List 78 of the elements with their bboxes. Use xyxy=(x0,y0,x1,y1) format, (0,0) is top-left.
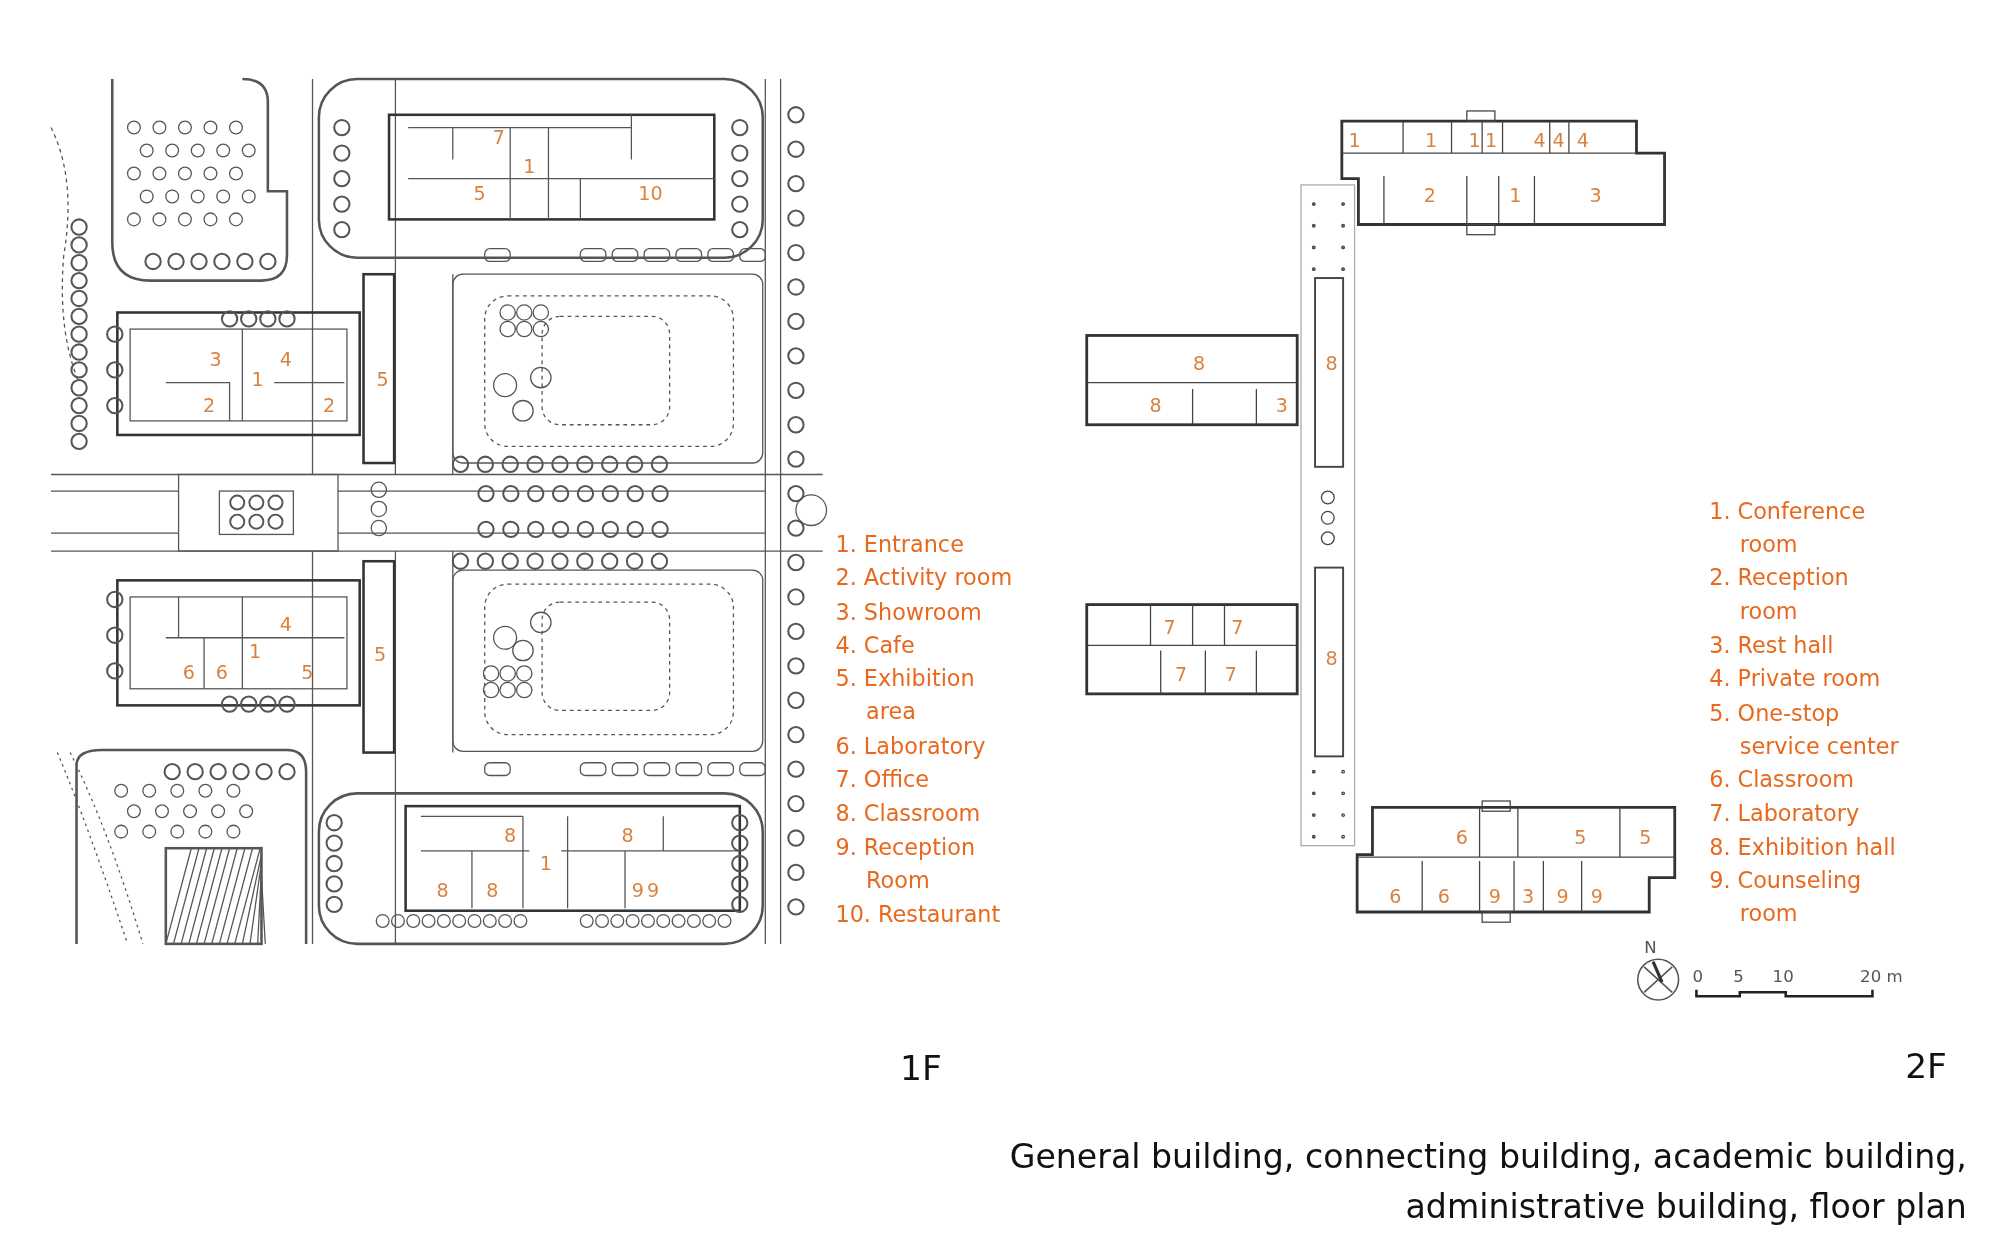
room-number: 3 xyxy=(1275,395,1288,416)
room-number: 4 xyxy=(279,349,292,370)
room-number: 7 xyxy=(492,127,505,148)
room-number: 6 xyxy=(1389,886,1402,907)
north-label: N xyxy=(1644,938,1657,957)
room-number: 4 xyxy=(1552,130,1565,151)
room-number: 3 xyxy=(1589,184,1602,206)
room-number: 9 xyxy=(1556,886,1569,907)
room-number: 8 xyxy=(621,825,634,846)
room-number: 6 xyxy=(1455,827,1468,849)
room-number: 5 xyxy=(473,183,486,205)
room-number: 9 xyxy=(631,880,644,901)
room-number: 1 xyxy=(1425,130,1438,151)
legend-item: 5. One-stop service center xyxy=(1709,699,1900,762)
room-number: 1 xyxy=(249,641,262,662)
legend-item: 8. Classroom xyxy=(835,800,982,829)
scale-label: 0 xyxy=(1692,968,1703,986)
legend-item: 3. Rest hall xyxy=(1709,631,1835,661)
room-number: 1 xyxy=(1509,184,1522,206)
room-number: 1 xyxy=(1485,130,1498,151)
room-number: 5 xyxy=(374,644,387,665)
room-number: 8 xyxy=(1325,353,1338,374)
legend-item: 5. Exhibition area xyxy=(835,664,976,727)
scale-label: 10 xyxy=(1772,968,1794,986)
legend-item: 3. Showroom xyxy=(835,598,983,627)
room-number: 4 xyxy=(1576,130,1589,151)
room-number: 2 xyxy=(1423,184,1436,206)
legend-item: 2. Reception room xyxy=(1709,564,1850,627)
room-number: 1 xyxy=(1348,130,1361,151)
floor-label: 1F xyxy=(900,1049,942,1088)
legend-item: 10. Restaurant xyxy=(835,900,1002,930)
room-number: 1 xyxy=(251,369,264,391)
room-number: 9 xyxy=(1590,886,1604,907)
room-number: 5 xyxy=(376,369,389,391)
legend-item: 1. Conference room xyxy=(1709,497,1867,560)
room-number: 7 xyxy=(1231,617,1244,638)
legend-item: 8. Exhibition hall xyxy=(1709,833,1897,862)
room-number: 8 xyxy=(486,880,499,901)
room-number: 7 xyxy=(1163,617,1176,638)
room-number: 8 xyxy=(504,825,517,846)
room-number: 2 xyxy=(323,395,336,416)
room-number: 8 xyxy=(1149,395,1162,416)
room-number: 2 xyxy=(203,395,216,416)
room-number: 7 xyxy=(1175,664,1188,685)
room-number: 5 xyxy=(301,662,314,683)
room-number: 5 xyxy=(1639,827,1652,849)
room-number: 8 xyxy=(1192,353,1206,374)
legend-item: 6. Classroom xyxy=(1709,765,1856,795)
room-number: 3 xyxy=(209,349,222,370)
room-number: 8 xyxy=(1325,647,1338,669)
floor-label: 2F xyxy=(1905,1047,1947,1086)
room-number: 4 xyxy=(1533,130,1546,151)
legend-item: 7. Office xyxy=(835,765,930,795)
room-number: 7 xyxy=(1224,664,1237,685)
legend-item: 1. Entrance xyxy=(835,530,965,560)
room-number: 6 xyxy=(182,662,195,683)
room-number: 1 xyxy=(539,853,552,874)
legend-item: 9. Counseling room xyxy=(1709,866,1863,929)
room-number: 6 xyxy=(1437,886,1450,907)
room-number: 1 xyxy=(1468,130,1481,151)
room-number: 10 xyxy=(638,183,663,205)
legend-item: 2. Activity room xyxy=(835,564,1014,593)
legend-item: 9. Reception Room xyxy=(835,833,977,896)
room-number: 3 xyxy=(1521,886,1535,907)
legend-item: 7. Laboratory xyxy=(1709,800,1861,829)
room-number: 4 xyxy=(279,614,292,636)
scale-label: 5 xyxy=(1733,968,1744,986)
room-number: 9 xyxy=(646,880,660,901)
caption: General building, connecting building, academic building, administrative building, floor plan xyxy=(1008,1136,1967,1228)
room-number: 1 xyxy=(523,156,536,178)
legend-item: 6. Laboratory xyxy=(835,732,987,761)
room-number: 8 xyxy=(436,880,449,901)
legend-item: 4. Cafe xyxy=(835,631,916,661)
scale-label: 20 m xyxy=(1860,968,1903,986)
room-number: 5 xyxy=(1574,827,1587,849)
legend-item: 4. Private room xyxy=(1709,664,1882,694)
room-number: 6 xyxy=(215,662,229,683)
room-number: 9 xyxy=(1488,886,1501,907)
